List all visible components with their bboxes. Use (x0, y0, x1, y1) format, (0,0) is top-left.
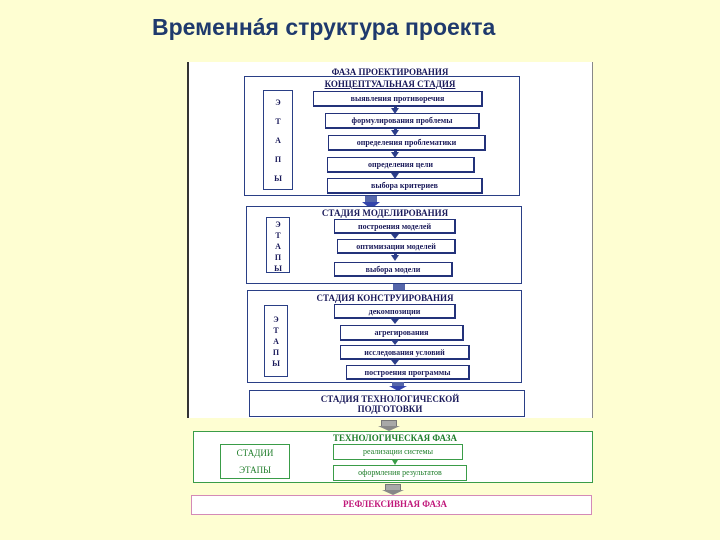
step-decomposition: декомпозиции (334, 304, 456, 319)
tech-prep-header-line2: ПОДГОТОВКИ (357, 404, 423, 414)
arrow-down-icon (391, 152, 399, 158)
step-conditions-research: исследования условий (340, 345, 470, 360)
arrow-down-icon (391, 360, 399, 365)
arrow-down-icon (391, 173, 399, 179)
conceptual-stage-header: КОНЦЕПТУАЛЬНАЯ СТАДИЯ (324, 79, 456, 89)
step-aggregation: агрегирования (340, 325, 464, 341)
arrow-down-icon (391, 130, 399, 136)
arrow-down-icon (392, 460, 398, 465)
step-problem: формулирования проблемы (325, 113, 480, 129)
step-results-registration: оформления результатов (333, 465, 467, 481)
step-choose-model: выбора модели (334, 262, 453, 277)
modeling-stage-header: СТАДИЯ МОДЕЛИРОВАНИЯ (321, 208, 449, 218)
construction-stages-label: Э Т А П Ы (264, 305, 288, 377)
step-problematics: определения проблематики (328, 135, 486, 151)
arrow-down-icon (391, 108, 399, 114)
construction-stage-header: СТАДИЯ КОНСТРУИРОВАНИЯ (316, 293, 454, 303)
arrow-down-icon (391, 319, 399, 324)
tech-phase-left-box (220, 444, 290, 479)
arrow-down-icon (391, 255, 399, 261)
tech-phase-stages-label: СТАДИИ (236, 448, 274, 458)
tech-prep-header-line1: СТАДИЯ ТЕХНОЛОГИЧЕСКОЙ (320, 394, 460, 404)
page-title: Временнáя структура проекта (152, 14, 496, 40)
tech-phase-steps-label: ЭТАПЫ (239, 465, 271, 475)
tech-phase-header: ТЕХНОЛОГИЧЕСКАЯ ФАЗА (332, 433, 458, 443)
design-phase-header: ФАЗА ПРОЕКТИРОВАНИЯ (331, 67, 449, 77)
stage-transition-arrow-icon (359, 196, 383, 209)
step-build-models: построения моделей (334, 219, 456, 234)
phase-transition-arrow-icon (378, 484, 408, 495)
step-system-implementation: реализации системы (333, 444, 463, 460)
tech-prep-stage-box (249, 390, 525, 417)
step-optimize-models: оптимизации моделей (337, 239, 456, 254)
conceptual-stages-label: Э Т А П Ы (263, 90, 293, 190)
arrow-down-icon (391, 234, 399, 239)
step-goal: определения цели (327, 157, 475, 173)
stage-transition-arrow-icon (386, 382, 410, 391)
step-build-program: построения программы (346, 365, 470, 380)
phase-transition-arrow-icon (374, 420, 404, 431)
modeling-stages-label: Э Т А П Ы (266, 217, 290, 273)
step-criteria: выбора критериев (327, 178, 483, 194)
arrow-down-icon (391, 340, 399, 345)
step-contradiction: выявления противоречия (313, 91, 483, 107)
reflexive-phase-header: РЕФЛЕКСИВНАЯ ФАЗА (342, 499, 447, 509)
reflexive-phase-panel (191, 495, 592, 515)
